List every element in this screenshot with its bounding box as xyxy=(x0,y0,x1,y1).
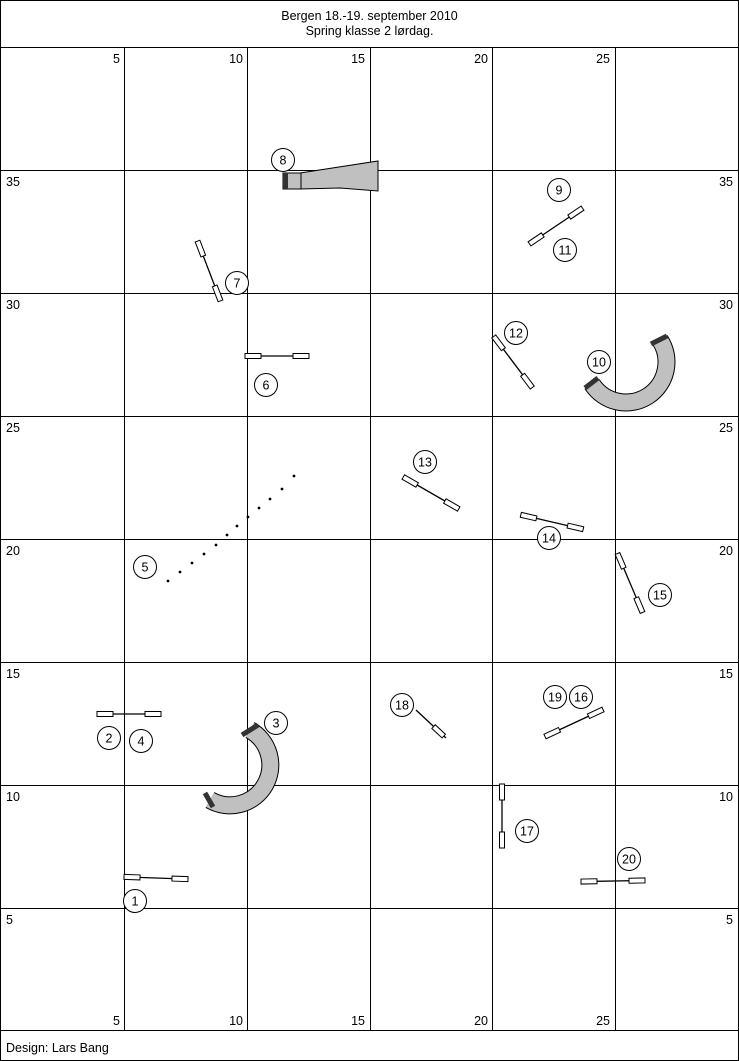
left-label: 10 xyxy=(6,790,20,804)
jump-15 xyxy=(614,551,646,615)
right-label: 20 xyxy=(719,544,733,558)
jump-6 xyxy=(244,352,310,360)
svg-text:17: 17 xyxy=(520,825,534,839)
top-scale: 5 10 15 20 25 xyxy=(113,52,610,66)
svg-text:12: 12 xyxy=(509,327,523,341)
svg-text:8: 8 xyxy=(280,154,287,168)
designer-credit: Design: Lars Bang xyxy=(6,1041,109,1055)
marker-4: 4 xyxy=(129,729,153,753)
svg-text:18: 18 xyxy=(395,699,409,713)
svg-text:2: 2 xyxy=(106,732,113,746)
jump-1 xyxy=(123,873,189,883)
jump-7 xyxy=(194,239,224,303)
marker-16: 16 xyxy=(569,685,593,709)
top-label: 25 xyxy=(596,52,610,66)
right-label: 25 xyxy=(719,421,733,435)
course-header: Bergen 18.-19. september 2010 Spring kla… xyxy=(1,1,738,47)
left-label: 20 xyxy=(6,544,20,558)
left-label: 35 xyxy=(6,175,20,189)
bottom-scale: 5 10 15 20 25 xyxy=(113,1014,610,1028)
right-label: 5 xyxy=(726,913,733,927)
bottom-label: 15 xyxy=(351,1014,365,1028)
right-label: 10 xyxy=(719,790,733,804)
left-label: 15 xyxy=(6,667,20,681)
right-label: 15 xyxy=(719,667,733,681)
marker-11: 11 xyxy=(553,238,577,262)
marker-12: 12 xyxy=(504,321,528,345)
marker-7: 7 xyxy=(225,271,249,295)
marker-10: 10 xyxy=(587,350,611,374)
left-label: 5 xyxy=(6,913,13,927)
chute-8 xyxy=(282,160,379,192)
svg-text:10: 10 xyxy=(592,356,606,370)
course-title: Bergen 18.-19. september 2010 xyxy=(281,9,458,23)
right-scale: 35 30 25 20 15 10 5 xyxy=(719,175,733,927)
bottom-label: 25 xyxy=(596,1014,610,1028)
top-label: 20 xyxy=(474,52,488,66)
marker-5: 5 xyxy=(133,555,157,579)
bottom-label: 10 xyxy=(229,1014,243,1028)
number-markers: 1 2 3 4 5 6 7 8 9 10 11 12 13 14 15 16 1… xyxy=(97,148,672,913)
svg-text:4: 4 xyxy=(138,735,145,749)
jump-17 xyxy=(498,783,506,849)
marker-8: 8 xyxy=(271,148,295,172)
marker-13: 13 xyxy=(413,450,437,474)
svg-text:13: 13 xyxy=(418,456,432,470)
jump-18 xyxy=(415,709,447,739)
bottom-label: 20 xyxy=(474,1014,488,1028)
marker-15: 15 xyxy=(648,583,672,607)
svg-text:5: 5 xyxy=(142,561,149,575)
jump-13 xyxy=(401,474,461,512)
svg-text:3: 3 xyxy=(273,717,280,731)
svg-text:19: 19 xyxy=(548,691,562,705)
tunnel-10 xyxy=(583,333,676,412)
jump-20 xyxy=(580,877,646,885)
marker-19: 19 xyxy=(543,685,567,709)
svg-text:20: 20 xyxy=(622,853,636,867)
right-label: 35 xyxy=(719,175,733,189)
svg-text:1: 1 xyxy=(132,895,139,909)
marker-9: 9 xyxy=(547,178,571,202)
grid-horizontal-lines xyxy=(0,170,739,909)
left-label: 30 xyxy=(6,298,20,312)
svg-text:9: 9 xyxy=(556,184,563,198)
marker-3: 3 xyxy=(264,711,288,735)
marker-20: 20 xyxy=(617,847,641,871)
marker-6: 6 xyxy=(254,373,278,397)
bottom-label: 5 xyxy=(113,1014,120,1028)
left-scale: 35 30 25 20 15 10 5 xyxy=(6,175,20,927)
grid-vertical-lines xyxy=(124,47,616,1030)
top-label: 15 xyxy=(351,52,365,66)
svg-text:11: 11 xyxy=(559,244,572,258)
svg-text:15: 15 xyxy=(653,589,667,603)
right-label: 30 xyxy=(719,298,733,312)
weave-poles-5 xyxy=(166,474,296,583)
svg-text:16: 16 xyxy=(574,691,588,705)
marker-1: 1 xyxy=(123,889,147,913)
top-label: 5 xyxy=(113,52,120,66)
course-subtitle: Spring klasse 2 lørdag. xyxy=(305,24,434,38)
top-label: 10 xyxy=(229,52,243,66)
left-label: 25 xyxy=(6,421,20,435)
svg-text:7: 7 xyxy=(234,277,241,291)
svg-text:14: 14 xyxy=(542,532,556,546)
tunnel-3 xyxy=(202,722,280,815)
marker-14: 14 xyxy=(537,526,561,550)
marker-17: 17 xyxy=(515,819,539,843)
jump-16-19 xyxy=(543,706,605,740)
marker-18: 18 xyxy=(390,693,414,717)
jump-9-11 xyxy=(527,205,585,247)
marker-2: 2 xyxy=(97,726,121,750)
jump-2-4 xyxy=(96,710,162,718)
svg-text:6: 6 xyxy=(263,379,270,393)
